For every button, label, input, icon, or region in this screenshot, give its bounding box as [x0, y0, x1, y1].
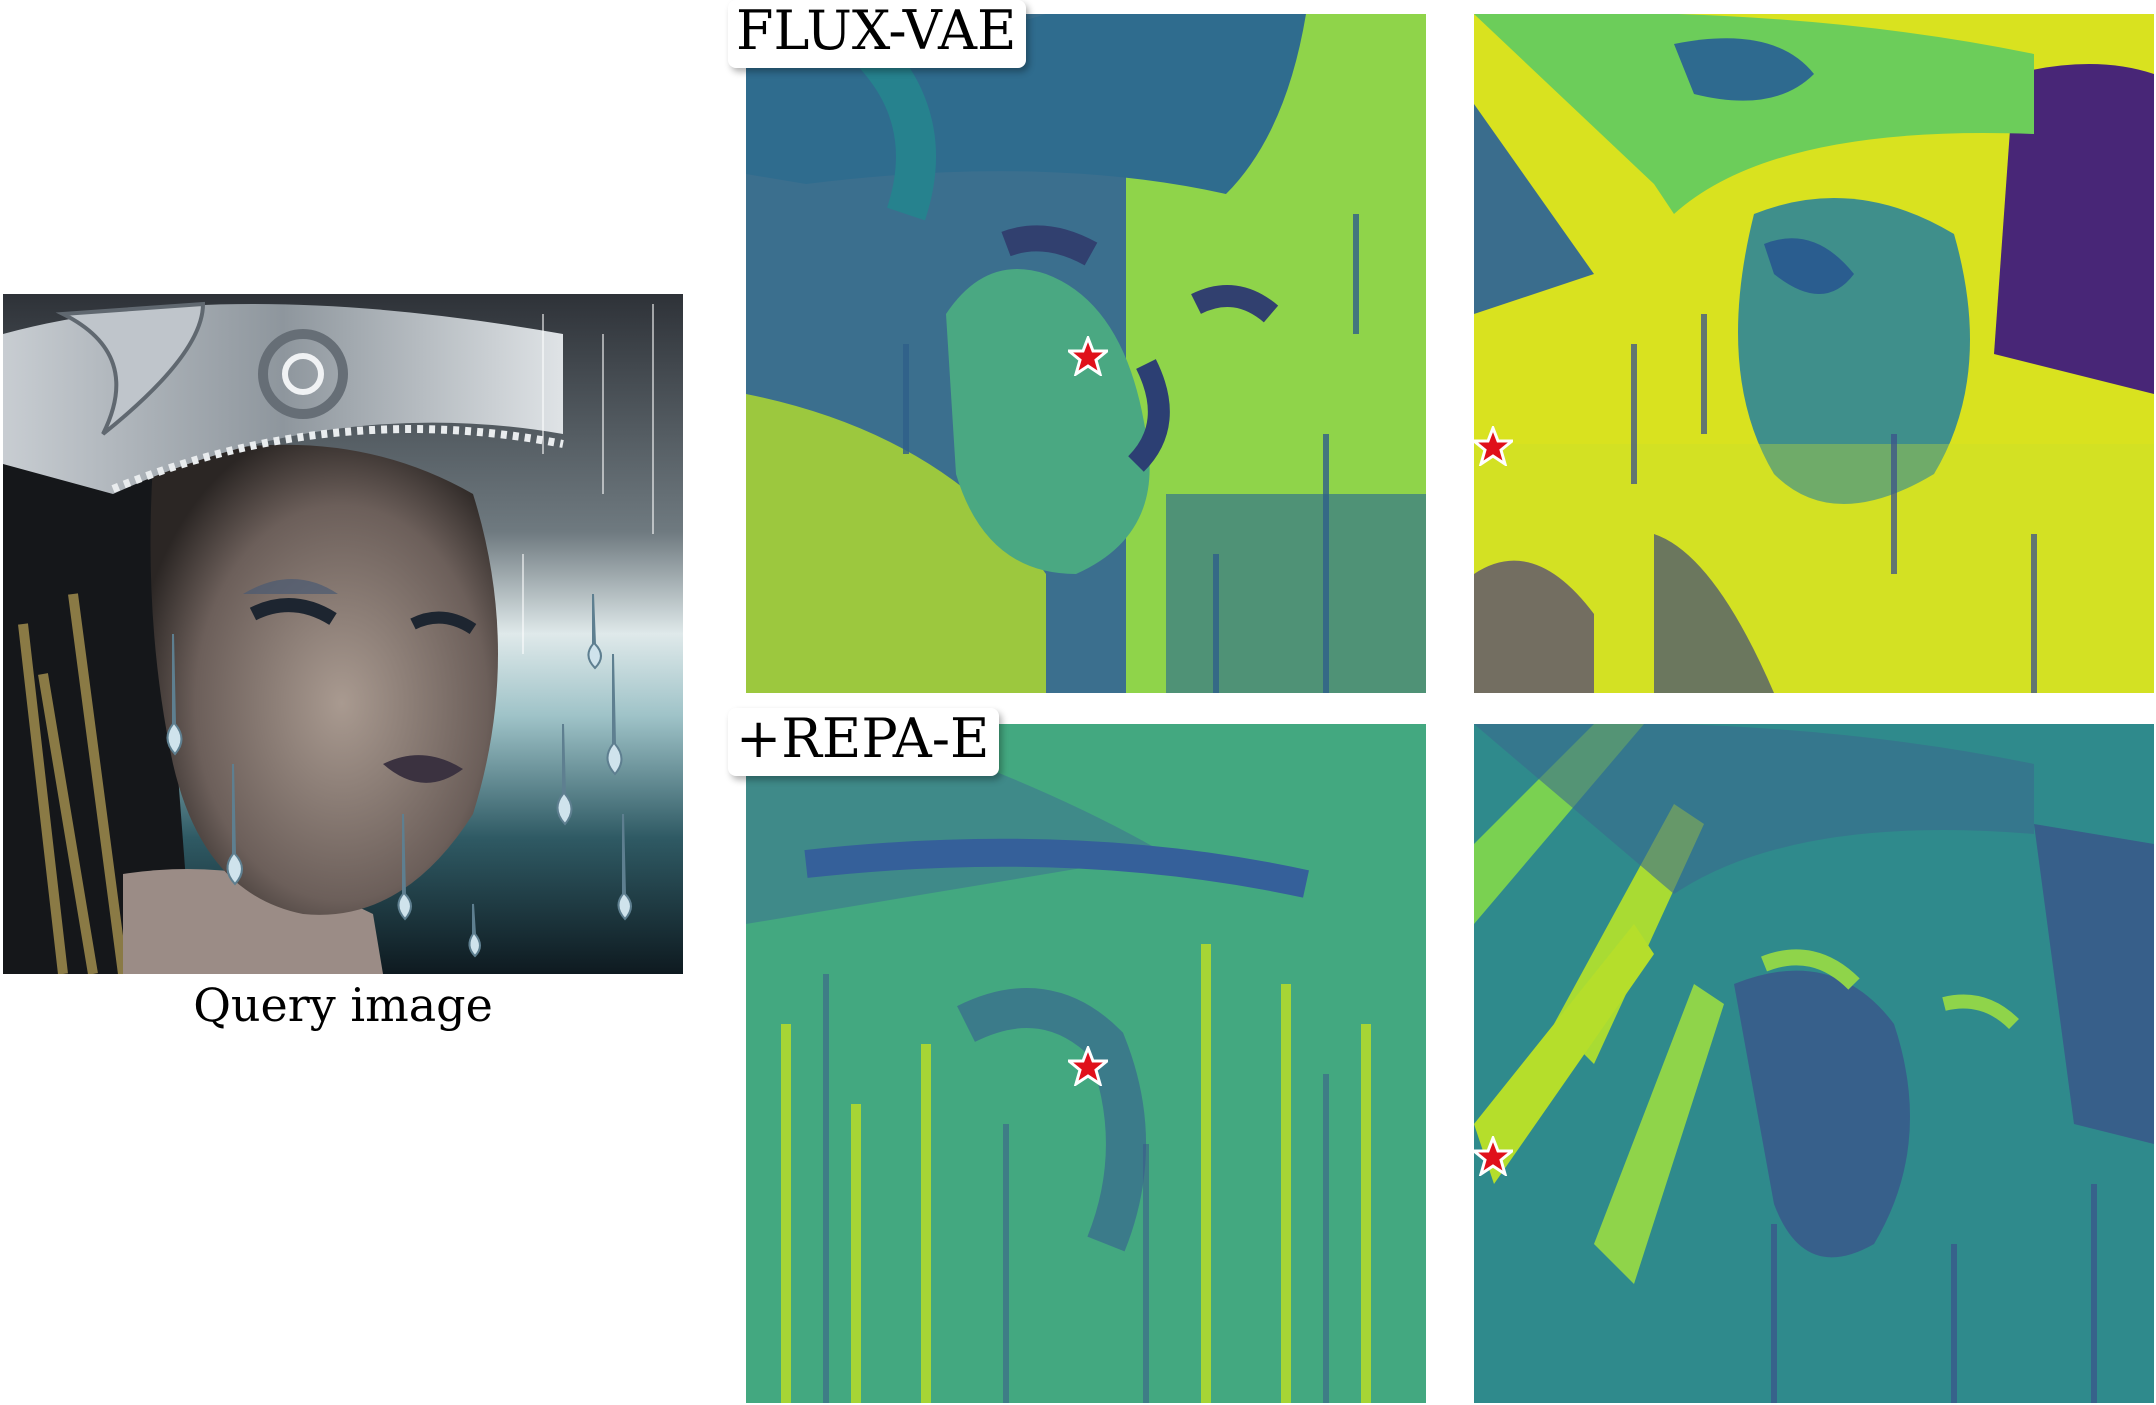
star-icon: [1473, 1136, 1513, 1176]
query-image: [3, 294, 683, 974]
query-image-caption: Query image: [193, 978, 493, 1032]
star-icon: [1068, 1046, 1108, 1086]
row-label-flux-vae: FLUX-VAE: [728, 0, 1027, 68]
similarity-map-flux-vae-edge: [1474, 14, 2154, 693]
star-icon: [1473, 426, 1513, 466]
similarity-map-repa-e-edge: [1474, 724, 2154, 1403]
row-label-repa-e: +REPA-E: [728, 708, 1000, 776]
star-icon: [1068, 336, 1108, 376]
